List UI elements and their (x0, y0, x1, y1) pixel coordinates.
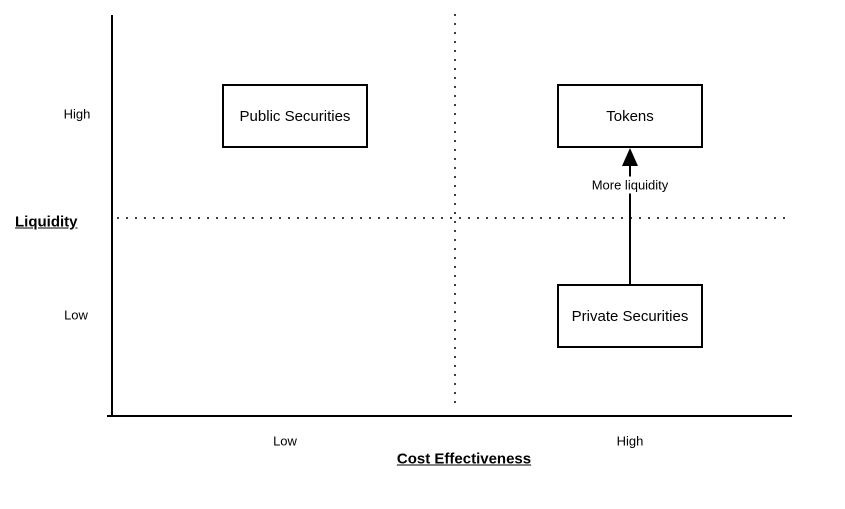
arrow-line (629, 162, 631, 284)
y-axis-low-label: Low (64, 307, 88, 323)
arrow-label: More liquidity (588, 176, 672, 194)
horizontal-dotted-divider (117, 217, 791, 219)
x-axis-low-label: Low (273, 433, 297, 449)
box-public-securities: Public Securities (222, 84, 368, 148)
x-axis-line (107, 415, 792, 417)
y-axis-high-label: High (63, 106, 91, 122)
box-public-securities-label: Public Securities (239, 107, 351, 125)
arrow-up-icon (622, 148, 638, 166)
y-axis-title: Liquidity (15, 213, 78, 231)
box-tokens-label: Tokens (606, 107, 654, 125)
box-tokens: Tokens (557, 84, 703, 148)
box-private-securities-label: Private Securities (571, 307, 689, 325)
x-axis-high-label: High (616, 433, 644, 449)
y-axis-line (111, 15, 113, 417)
vertical-dotted-divider (454, 14, 456, 410)
x-axis-title: Cost Effectiveness (396, 450, 532, 468)
box-private-securities: Private Securities (557, 284, 703, 348)
